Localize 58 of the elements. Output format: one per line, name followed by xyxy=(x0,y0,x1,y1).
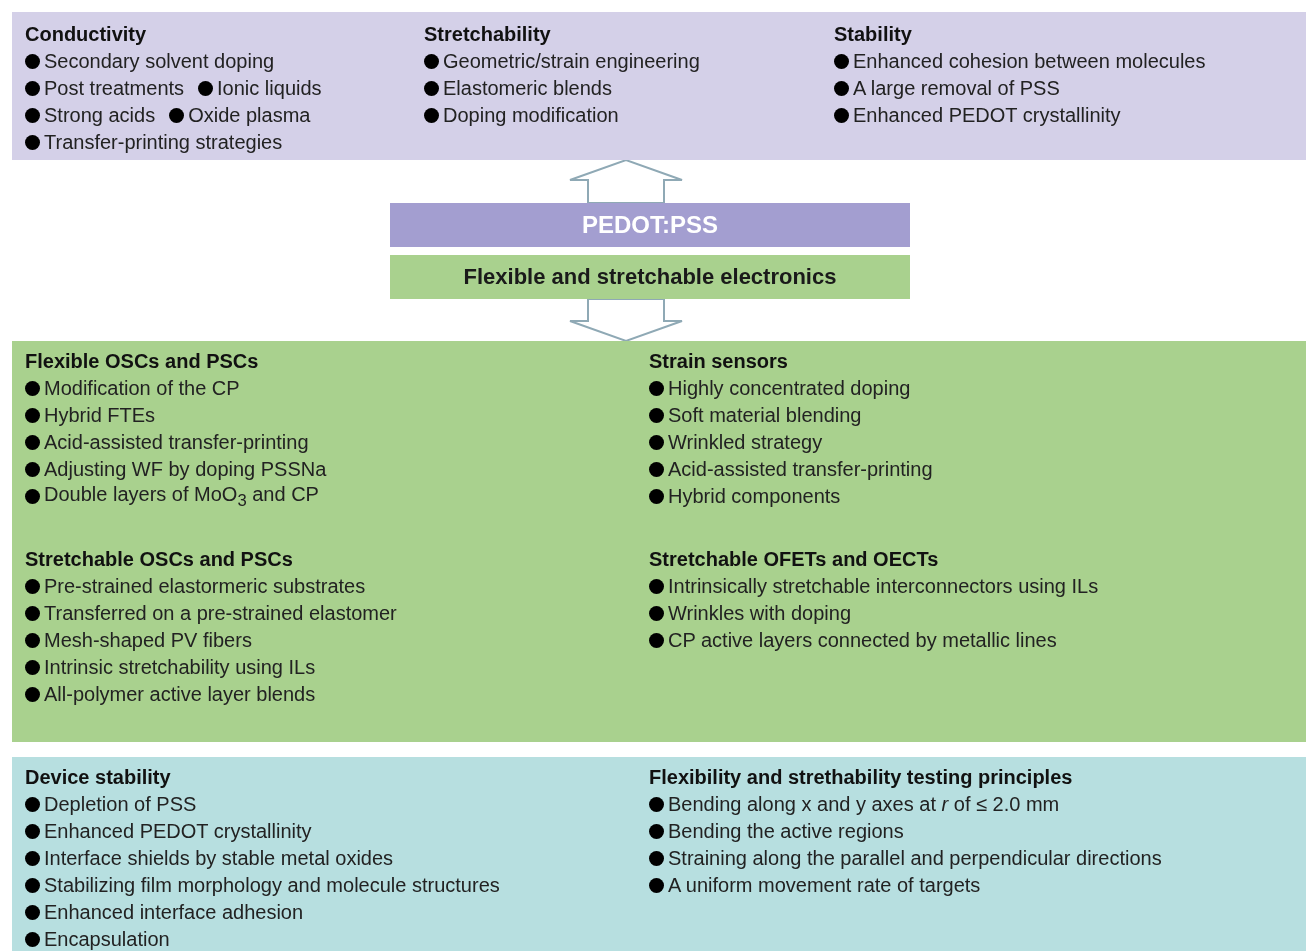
list-item: Highly concentrated doping xyxy=(668,377,911,400)
title-text: Flexible and stretchable electronics xyxy=(463,264,837,290)
list-item: A large removal of PSS xyxy=(853,77,1060,100)
list-item: A uniform movement rate of targets xyxy=(668,874,981,897)
list-item: Encapsulation xyxy=(44,928,170,951)
list-item: Depletion of PSS xyxy=(44,793,197,816)
list-item: Enhanced PEDOT crystallinity xyxy=(44,820,312,843)
list-item: Transferred on a pre-strained elastomer xyxy=(44,602,397,625)
title-bar xyxy=(390,203,910,247)
section-heading: Flexible OSCs and PSCs xyxy=(25,350,259,373)
list-item: Strong acids xyxy=(44,104,156,127)
list-item: Hybrid components xyxy=(668,485,841,508)
list-item: Stabilizing film morphology and molecule structures xyxy=(44,874,500,897)
list-item: Intrinsically stretchable interconnectors using ILs xyxy=(668,575,1099,598)
list-item: Acid-assisted transfer-printing xyxy=(44,431,309,454)
list-item: Secondary solvent doping xyxy=(44,50,275,73)
list-item: Soft material blending xyxy=(668,404,862,427)
category-panel xyxy=(12,341,1306,742)
list-item: Bending along x and y axes at r of ≤ 2.0 mm xyxy=(668,793,1060,816)
list-item: Intrinsic stretchability using ILs xyxy=(44,656,316,679)
title-text: PEDOT:PSS xyxy=(582,211,718,239)
list-item: Wrinkles with doping xyxy=(668,602,852,625)
block-arrow xyxy=(569,298,683,343)
list-item: Wrinkled strategy xyxy=(668,431,823,454)
list-item: Straining along the parallel and perpendicular directions xyxy=(668,847,1162,870)
section-heading: Stability xyxy=(834,23,912,46)
list-item: Bending the active regions xyxy=(668,820,904,843)
list-item: Modification of the CP xyxy=(44,377,240,400)
list-item: Elastomeric blends xyxy=(443,77,612,100)
list-item: Hybrid FTEs xyxy=(44,404,156,427)
list-item: Oxide plasma xyxy=(188,104,311,127)
list-item: Doping modification xyxy=(443,104,619,127)
section-heading: Device stability xyxy=(25,766,171,789)
section-heading: Stretchable OFETs and OECTs xyxy=(649,548,939,571)
list-item: Enhanced cohesion between molecules xyxy=(853,50,1206,73)
list-item: Enhanced PEDOT crystallinity xyxy=(853,104,1121,127)
list-item: CP active layers connected by metallic lines xyxy=(668,629,1057,652)
list-item: Transfer-printing strategies xyxy=(44,131,283,154)
list-item: All-polymer active layer blends xyxy=(44,683,316,706)
list-item: Double layers of MoO$_{3}$ and CP xyxy=(44,482,319,511)
list-item: Pre-strained elastormeric substrates xyxy=(44,575,366,598)
list-item: Post treatments xyxy=(44,77,185,100)
list-item: Geometric/strain engineering xyxy=(443,50,700,73)
list-item: Interface shields by stable metal oxides xyxy=(44,847,394,870)
section-heading: Stretchable OSCs and PSCs xyxy=(25,548,293,571)
title-bar xyxy=(390,255,910,299)
list-item: Mesh-shaped PV fibers xyxy=(44,629,252,652)
section-heading: Flexibility and strethability testing principles xyxy=(649,766,1073,789)
list-item: Enhanced interface adhesion xyxy=(44,901,304,924)
category-panel xyxy=(12,12,1306,160)
block-arrow xyxy=(569,158,683,204)
section-heading: Conductivity xyxy=(25,23,147,46)
section-heading: Stretchability xyxy=(424,23,551,46)
list-item: Ionic liquids xyxy=(217,77,322,100)
list-item: Adjusting WF by doping PSSNa xyxy=(44,458,327,481)
list-item: Acid-assisted transfer-printing xyxy=(668,458,933,481)
category-panel xyxy=(12,757,1306,951)
section-heading: Strain sensors xyxy=(649,350,788,373)
